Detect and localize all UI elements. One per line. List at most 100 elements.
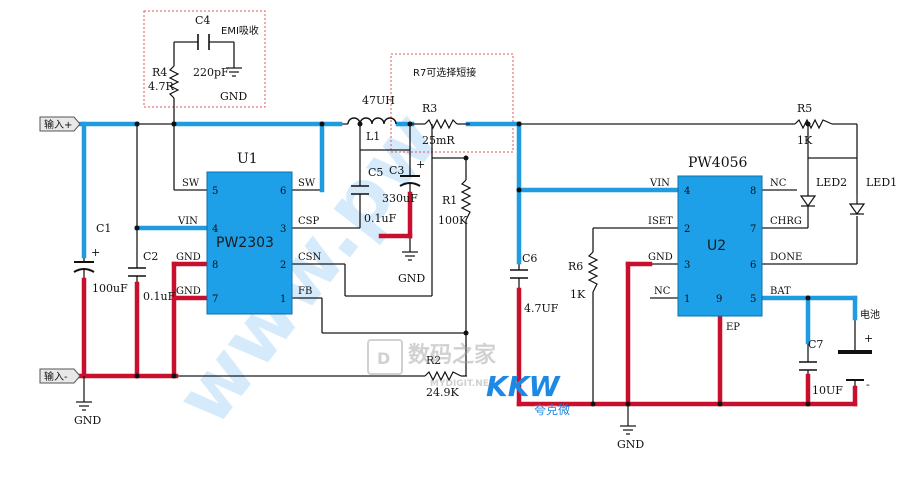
u2-pin-num: 3 [684, 260, 690, 271]
u1-pin-name: GND [176, 252, 201, 263]
ground-label-c3: GND [398, 272, 425, 285]
input-positive-port: 输入+ [39, 116, 81, 132]
u1-pin-name: CSP [298, 216, 320, 227]
u1-pin-name: SW [298, 178, 316, 189]
brand-watermark-logo: KKW 夸克微 [486, 370, 570, 417]
u2-pin-num: 7 [750, 224, 756, 235]
c6-value: 4.7UF [524, 302, 559, 315]
resistor-r3: R3 25mR [409, 102, 470, 147]
resistor-r5: R5 1K [794, 102, 833, 147]
l1-value: 47UH [362, 94, 395, 107]
led2-ref: LED2 [816, 176, 847, 189]
u1-pin-num: 1 [280, 294, 286, 305]
r7-note-label: R7可选择短接 [413, 66, 476, 79]
emi-note-box [143, 10, 266, 108]
battery-label: 电池 [860, 308, 880, 321]
u1-pin-name: FB [298, 286, 312, 297]
chip-u1: U1 PW2303 5 4 8 7 SW VIN GND GND 6 3 2 1… [176, 151, 322, 315]
chip-u2: PW4056 U2 4 2 3 1 VIN ISET GND NC 8 7 6 … [648, 155, 802, 333]
u2-pin-name: NC [654, 286, 671, 297]
u1-pin-name: GND [176, 286, 201, 297]
u2-pin-num: 4 [684, 186, 690, 197]
watermark-diagonal: www.pw [159, 96, 457, 442]
input-positive-label: 输入+ [44, 118, 72, 131]
r3-value: 25mR [422, 134, 455, 147]
u1-pin-num: 2 [280, 260, 286, 271]
resistor-r6: R6 1K [568, 251, 599, 301]
r7-note-box [390, 53, 514, 153]
capacitor-c6: C6 4.7UF [510, 252, 559, 315]
ground-label-c4: GND [220, 90, 247, 103]
c4-value: 220pF [193, 66, 229, 79]
u2-pin-name: NC [770, 178, 787, 189]
u1-pin-name: VIN [177, 216, 198, 227]
r3-ref: R3 [422, 102, 437, 115]
negative-net-highlight [77, 191, 858, 407]
r5-value: 1K [797, 134, 813, 147]
c1-polarity: + [91, 246, 100, 259]
led1: LED1 [848, 176, 897, 216]
capacitor-c5: C5 0.1uF [351, 166, 397, 225]
capacitor-c2: C2 0.1uF [128, 250, 176, 303]
c2-value: 0.1uF [143, 290, 176, 303]
u2-pin-num: 8 [750, 186, 756, 197]
brand-watermark-sub: 夸克微 [534, 403, 570, 417]
u2-pin-num: 2 [684, 224, 690, 235]
r5-ref: R5 [797, 102, 812, 115]
u2-pin-num: 5 [750, 294, 756, 305]
u1-pin-num: 4 [212, 224, 218, 235]
brand-watermark-text: KKW [486, 370, 561, 403]
ground-symbol-input [76, 376, 92, 411]
u1-pin-name: CSN [298, 252, 322, 263]
led1-ref: LED1 [866, 176, 897, 189]
u1-part: PW2303 [216, 235, 274, 251]
u1-pin-num: 5 [212, 186, 218, 197]
ground-label-input: GND [74, 414, 101, 427]
r1-value: 100K [438, 214, 468, 227]
u1-pin-num: 3 [280, 224, 286, 235]
svg-text:D: D [377, 349, 390, 368]
capacitor-c1: + C1 100uF [73, 222, 128, 295]
resistor-r4: R4 4.7R [148, 65, 180, 99]
ground-symbol-u2 [620, 404, 636, 435]
c1-value: 100uF [92, 282, 128, 295]
site-watermark-sub: MYDIGIT.NET [430, 379, 496, 389]
input-negative-port: 输入- [39, 368, 81, 384]
c1-ref: C1 [96, 222, 111, 235]
u2-pin-name: ISET [648, 216, 673, 227]
c3-value: 330uF [382, 192, 418, 205]
ground-symbol-c4 [226, 67, 242, 77]
u1-pin-num: 7 [212, 294, 218, 305]
u2-pin-name: EP [726, 322, 740, 333]
u1-ref: U1 [237, 151, 258, 167]
u2-pin-num: 6 [750, 260, 756, 271]
c7-ref: C7 [808, 338, 823, 351]
u2-pin-name: GND [648, 252, 673, 263]
input-negative-label: 输入- [44, 370, 68, 383]
site-watermark-logo: D 数码之家 MYDIGIT.NET [367, 339, 497, 389]
watermark-url-text: www.pw [159, 96, 457, 442]
u2-pin-num: 9 [716, 294, 722, 305]
ground-symbol-c3 [402, 251, 418, 261]
u2-pin-name: VIN [649, 178, 670, 189]
c4-ref: C4 [195, 14, 210, 27]
positive-net-highlight [77, 121, 858, 345]
u1-pin-num: 6 [280, 186, 286, 197]
capacitor-c7: C7 10UF [799, 338, 843, 397]
resistor-r1: R1 100K [438, 179, 472, 227]
capacitor-c3: + C3 330uF [382, 158, 425, 205]
c5-ref: C5 [368, 166, 383, 179]
u1-pin-name: SW [182, 178, 200, 189]
r4-value: 4.7R [148, 80, 174, 93]
c6-ref: C6 [522, 252, 537, 265]
battery-minus: - [866, 378, 870, 391]
r6-ref: R6 [568, 260, 583, 273]
c3-polarity: + [416, 158, 425, 171]
u2-part: PW4056 [688, 155, 748, 171]
r2-value: 24.9K [426, 386, 459, 399]
battery-plus: + [864, 332, 873, 345]
u2-pin-name: BAT [770, 286, 791, 297]
c5-value: 0.1uF [364, 212, 397, 225]
r2-ref: R2 [426, 354, 441, 367]
